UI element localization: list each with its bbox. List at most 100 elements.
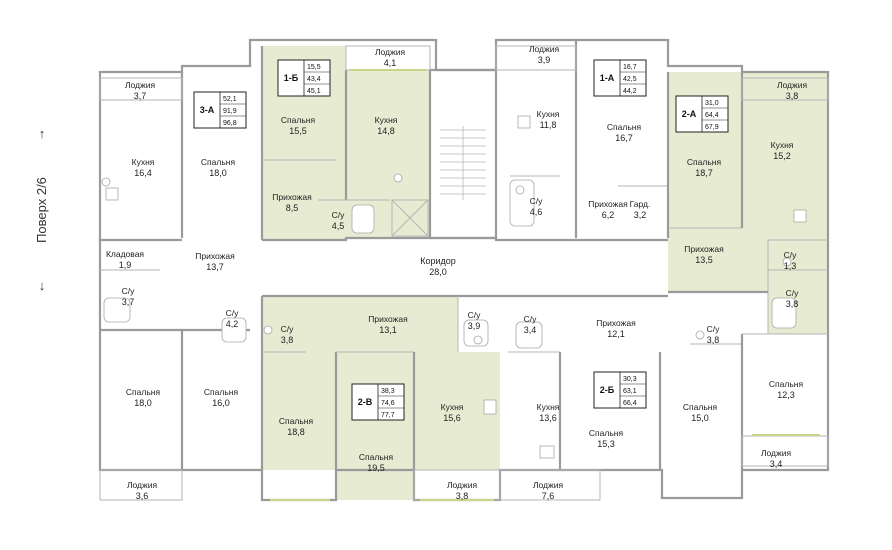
room-area: 12,1 xyxy=(607,329,625,339)
apartment-badge[interactable]: 3-А52,191,996,8 xyxy=(193,91,247,129)
room-name: Кухня xyxy=(132,157,155,167)
stove-icon xyxy=(517,115,531,129)
room-area: 3,2 xyxy=(634,210,647,220)
room-name: Прихожая xyxy=(596,318,636,328)
loggia-outline xyxy=(99,77,183,101)
apartment-area-value: 38,3 xyxy=(381,388,395,395)
toilet-icon xyxy=(473,335,483,345)
toilet-icon xyxy=(515,185,525,195)
room-area: 15,2 xyxy=(773,151,791,161)
apartment-badge[interactable]: 2-А31,064,467,9 xyxy=(675,95,729,133)
toilet-icon xyxy=(695,330,705,340)
floor-up-arrow[interactable]: ↑ xyxy=(39,126,46,141)
room-name: Лоджия xyxy=(761,448,792,458)
room-name: Спальня xyxy=(769,379,804,389)
room-name: С/у xyxy=(468,310,482,320)
apartment-id: 1-А xyxy=(600,73,615,83)
apartment-area-value: 96,8 xyxy=(223,120,237,127)
room-area: 13,5 xyxy=(695,255,713,265)
apartment-2a-fill xyxy=(668,72,828,334)
corridor-name: Коридор xyxy=(420,256,456,266)
room-name: Лоджия xyxy=(375,47,406,57)
room-area: 11,8 xyxy=(540,120,557,130)
room-name: Лоджия xyxy=(127,480,158,490)
loggia-outline xyxy=(741,77,829,101)
room-area: 14,8 xyxy=(377,126,395,136)
corridor-top-wall xyxy=(262,236,668,242)
room-area: 1,9 xyxy=(119,260,132,270)
bathtub-icon xyxy=(103,297,131,323)
room-area: 3,4 xyxy=(770,459,783,469)
room-area: 3,6 xyxy=(136,491,149,501)
apartment-badge[interactable]: 2-В38,374,677,7 xyxy=(351,383,405,421)
loggia-outline xyxy=(499,469,601,501)
room-name: Лоджия xyxy=(529,44,560,54)
apartment-area-value: 66,4 xyxy=(623,400,637,407)
floor-label: Поверх 2/6 xyxy=(34,177,49,243)
bathtub-icon xyxy=(221,317,247,343)
apartment-area-value: 44,2 xyxy=(623,88,637,95)
room-area: 7,6 xyxy=(542,491,555,501)
room-name: Прихожая xyxy=(195,251,235,261)
room-name: Спальня xyxy=(281,115,316,125)
room-name: Спальня xyxy=(589,428,624,438)
room-name: С/у xyxy=(786,288,800,298)
room-name: Лоджия xyxy=(447,480,478,490)
apartment-area-value: 15,5 xyxy=(307,64,321,71)
apartment-area-value: 42,5 xyxy=(623,76,637,83)
apartment-area-value: 74,6 xyxy=(381,400,395,407)
toilet-icon xyxy=(393,173,403,183)
lift-shaft xyxy=(391,199,429,237)
room-area: 3,8 xyxy=(786,299,799,309)
room-name: Спальня xyxy=(204,387,239,397)
apartment-id: 2-А xyxy=(682,109,697,119)
room-name: Спальня xyxy=(687,157,722,167)
room-name: С/у xyxy=(226,308,240,318)
apartment-badge[interactable]: 2-Б30,363,166,4 xyxy=(593,371,647,409)
toilet-icon xyxy=(782,257,792,267)
room-name: Кладовая xyxy=(106,249,144,259)
room-name: Спальня xyxy=(683,402,718,412)
apartment-area-value: 52,1 xyxy=(223,96,237,103)
stair-treads xyxy=(440,126,486,200)
room-area: 3,8 xyxy=(707,335,720,345)
stove-icon xyxy=(539,445,555,459)
room-area: 18,7 xyxy=(695,168,713,178)
room-area: 12,3 xyxy=(777,390,795,400)
apartment-area-value: 16,7 xyxy=(623,64,637,71)
room-area: 3,8 xyxy=(456,491,469,501)
room-area: 18,0 xyxy=(134,398,152,408)
room-area: 15,6 xyxy=(443,413,461,423)
room-area: 4,2 xyxy=(226,319,239,329)
apartment-area-value: 63,1 xyxy=(623,388,637,395)
room-name: Кухня xyxy=(537,109,560,119)
room-area: 6,2 xyxy=(602,210,615,220)
room-area: 18,8 xyxy=(287,427,305,437)
room-area: 3,8 xyxy=(281,335,294,345)
apartment-badge[interactable]: 1-А 16,7 42,5 44,2 xyxy=(593,59,647,97)
floor-down-arrow[interactable]: ↓ xyxy=(39,278,46,293)
room-area: 15,5 xyxy=(289,126,307,136)
corridor-area: 28,0 xyxy=(429,267,447,277)
room-name: Спальня xyxy=(607,122,642,132)
apartment-area-value: 64,4 xyxy=(705,112,719,119)
room-name: С/у xyxy=(122,286,136,296)
apartment-area-value: 67,9 xyxy=(705,124,719,131)
room-area: 16,4 xyxy=(134,168,152,178)
apartment-badge[interactable]: 1-Б15,543,445,1 xyxy=(277,59,331,97)
loggia-outline xyxy=(495,45,577,71)
bathtub-icon xyxy=(351,204,375,234)
room-area: 15,3 xyxy=(597,439,615,449)
walls xyxy=(98,38,830,502)
room-name: Кухня xyxy=(537,402,560,412)
room-area: 15,0 xyxy=(691,413,709,423)
toilet-icon xyxy=(263,325,273,335)
room-name: С/у xyxy=(332,210,346,220)
apartment-badges: 1-Б15,543,445,1 1-А 16,7 42,5 44,2 3-А52,191,… xyxy=(193,59,729,421)
room-name: Спальня xyxy=(201,157,236,167)
stove-icon xyxy=(483,399,497,415)
room-name: Кухня xyxy=(375,115,398,125)
room-area: 3,9 xyxy=(538,55,551,65)
room-name: Гард. xyxy=(630,199,651,209)
